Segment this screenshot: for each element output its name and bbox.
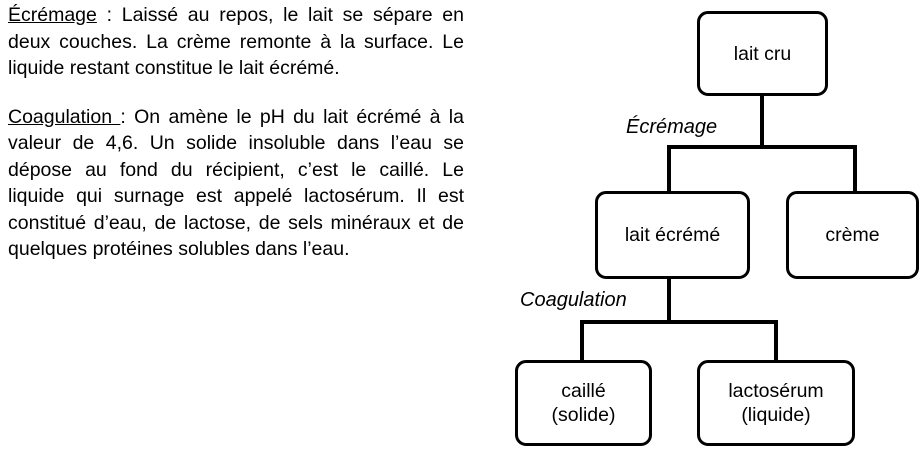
connector-to-lait-ecreme (667, 145, 671, 193)
connector-to-creme (853, 145, 857, 193)
step-label-coagulation: Coagulation (520, 289, 627, 312)
node-lactoserum-state: (liquide) (741, 403, 810, 427)
node-lactoserum-label: lactosérum (728, 379, 823, 403)
node-caille-label: caillé (561, 379, 605, 403)
connector-to-caille (580, 320, 584, 362)
connector-ecremage-branch (667, 145, 857, 149)
connector-coagulation-branch (580, 320, 778, 324)
connector-lait-cru-stem (760, 93, 764, 147)
node-lactoserum: lactosérum (liquide) (697, 360, 855, 446)
step-label-ecremage: Écrémage (626, 116, 717, 139)
node-lait-cru: lait cru (697, 11, 828, 96)
node-creme-label: crème (825, 223, 879, 247)
node-lait-ecreme-label: lait écrémé (625, 223, 720, 247)
node-lait-cru-label: lait cru (734, 42, 791, 66)
connector-lait-ecreme-stem (667, 277, 671, 322)
node-caille-state: (solide) (552, 403, 616, 427)
connector-to-lactoserum (774, 320, 778, 362)
node-creme: crème (786, 191, 919, 279)
node-lait-ecreme: lait écrémé (595, 191, 750, 279)
node-caille: caillé (solide) (515, 360, 652, 446)
